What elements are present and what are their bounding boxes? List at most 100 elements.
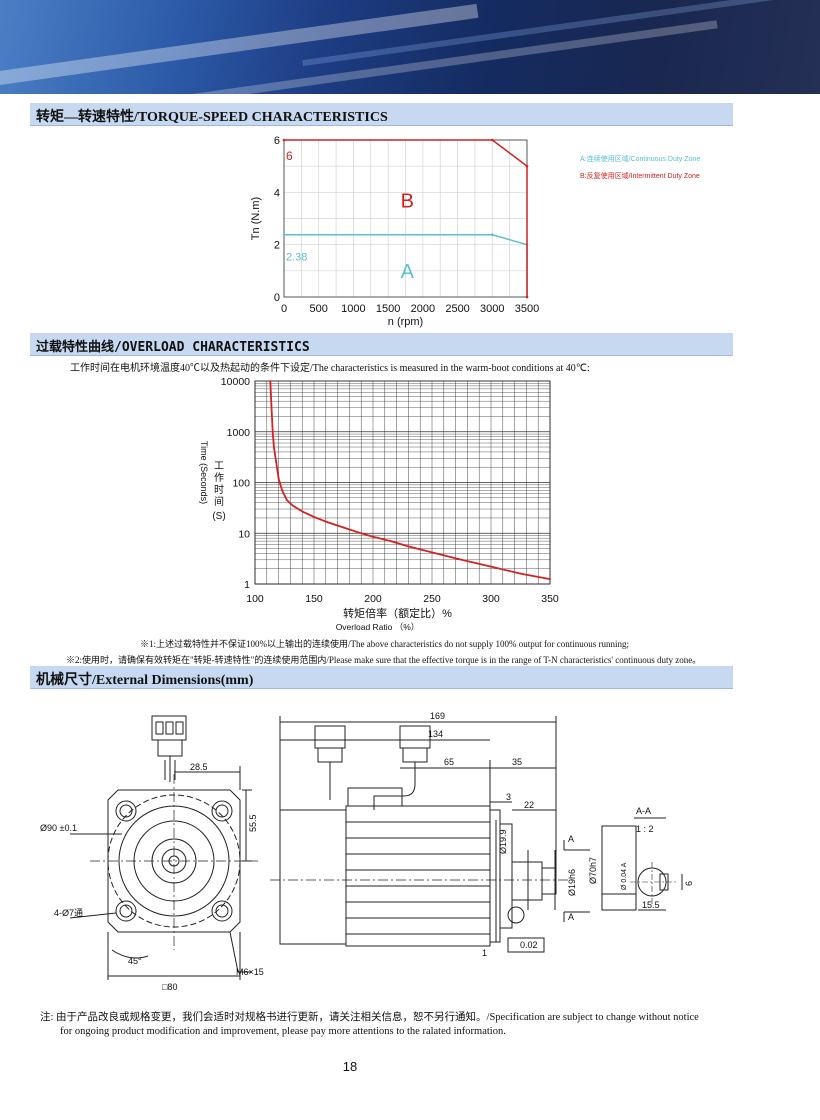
data-point	[519, 572, 522, 575]
dim-m6: M6×15	[236, 967, 264, 977]
dim-1: 1	[482, 948, 487, 958]
header-banner	[0, 0, 820, 94]
section-header-overload: 过载特性曲线/OVERLOAD CHARACTERISTICS	[30, 333, 733, 356]
data-point	[291, 504, 294, 507]
y-axis-label-cn-char: 间	[214, 495, 224, 508]
data-point	[275, 461, 278, 464]
dim-square-80: □80	[162, 982, 177, 992]
overload-note-1: ※1:上述过载特性并不保证100%以上输出的连续使用/The above cha…	[140, 639, 629, 649]
dim-4-holes: 4-Ø7通	[54, 908, 83, 918]
data-point	[460, 558, 463, 561]
y-tick-label: 2	[274, 240, 280, 252]
data-point	[282, 138, 286, 142]
footer-note-line-2: for ongoing product modification and imp…	[60, 1026, 506, 1037]
section-header-torque: 转矩—转速特性/TORQUE-SPEED CHARACTERISTICS	[30, 103, 733, 126]
front-view	[69, 715, 258, 980]
x-tick-label: 350	[541, 593, 559, 605]
x-axis-label: n (rpm)	[388, 316, 423, 328]
footer-note-line-1: 注: 由于产品改良或规格变更，我们会适时对规格书进行更新，请关注相关信息，恕不另…	[40, 1012, 699, 1023]
y-tick-label: 10000	[221, 376, 250, 388]
section-scale: 1 : 2	[636, 824, 654, 834]
data-point	[407, 545, 410, 548]
x-tick-label: 3000	[480, 303, 504, 315]
plot-frame	[254, 380, 551, 585]
y-tick-label: 100	[232, 478, 250, 490]
dim-phi19-9: Ø19.9	[498, 829, 508, 854]
section-label: A-A	[636, 806, 651, 816]
x-tick-label: 200	[364, 593, 382, 605]
overload-note-2: ※2:使用时，请确保有效转矩在"转矩-转速特性"的连续使用范围内/Please …	[66, 655, 702, 665]
data-point	[525, 295, 529, 299]
legend-entry-b: B:反复使用区域/Intermittent Duty Zone	[580, 171, 700, 180]
dim-55-5: 55.5	[248, 814, 258, 832]
data-point	[389, 540, 392, 543]
annotation-6: 6	[286, 149, 293, 163]
dimension-drawing: 28.5 55.5 Ø90 ±0.1 4-Ø7通 45° □80 M6×15 1…	[40, 711, 694, 992]
section-arrow-a-top: A	[568, 834, 574, 844]
data-point	[525, 164, 529, 168]
data-point	[271, 430, 274, 433]
data-point	[431, 551, 433, 554]
x-tick-label: 0	[281, 303, 287, 315]
y-tick-label: 6	[274, 135, 280, 147]
x-tick-label: 250	[423, 593, 441, 605]
dim-15-5: 15.5	[642, 900, 660, 910]
dim-134: 134	[428, 729, 443, 739]
x-tick-label: 2500	[445, 303, 469, 315]
series-line-b	[284, 139, 528, 297]
y-axis-label-cn-char: 时	[214, 484, 224, 496]
side-view	[270, 716, 637, 953]
data-point	[301, 510, 304, 513]
data-point	[360, 532, 363, 535]
x-axis-label-en: Overload Ratio （%）	[336, 622, 420, 632]
y-axis-label: Tn (N.m)	[250, 197, 262, 240]
overload-chart-title: 工作时间在电机环境温度40℃以及热起动的条件下设定/The characteri…	[70, 363, 590, 374]
dim-3: 3	[506, 792, 511, 802]
y-axis-label-cn-char: 作	[214, 472, 224, 484]
footer-note: 注: 由于产品改良或规格变更，我们会适时对规格书进行更新，请关注相关信息，恕不另…	[40, 1011, 740, 1039]
data-point	[282, 233, 286, 237]
x-axis-label: 转矩倍率（额定比）%	[343, 606, 452, 620]
dim-phi19h6: Ø19h6	[567, 869, 577, 896]
data-point	[272, 446, 275, 448]
dim-169: 169	[430, 711, 445, 721]
x-tick-label: 300	[482, 593, 500, 605]
data-point	[549, 578, 551, 580]
section-a-a-view	[630, 817, 683, 911]
zone-label-b: B	[401, 190, 414, 212]
data-point	[372, 535, 374, 538]
y-tick-label: 1	[244, 579, 250, 591]
tolerance-0-02: 0.02	[520, 940, 538, 950]
overload-chart: 100 150 200 250 300 350 1 10 100 1000 10000 转矩倍率（额定…	[199, 376, 559, 632]
dim-6: 6	[684, 881, 694, 886]
dim-65: 65	[444, 757, 454, 767]
overload-curve	[269, 380, 551, 580]
page-number: 18	[342, 1059, 358, 1074]
x-tick-label: 2000	[411, 303, 435, 315]
tolerance-0-04: Ø 0.04 A	[621, 862, 628, 890]
y-axis-label-en: Time (Seconds)	[199, 441, 209, 504]
data-point	[277, 477, 280, 480]
data-point	[269, 380, 272, 382]
data-point	[270, 406, 273, 409]
data-point	[342, 526, 345, 529]
dim-28-5: 28.5	[190, 762, 208, 772]
data-point	[285, 499, 288, 501]
x-tick-label: 100	[246, 593, 264, 605]
y-axis-label-unit: (S)	[212, 511, 225, 522]
y-tick-label: 4	[274, 187, 280, 199]
x-tick-label: 150	[305, 593, 323, 605]
legend-entry-a: A:连续使用区域/Continuous Duty Zone	[580, 154, 700, 163]
data-point	[313, 515, 315, 518]
dim-22: 22	[524, 800, 534, 810]
zone-label-a: A	[401, 261, 415, 283]
y-axis-label-cn-char: 工	[214, 461, 224, 472]
y-tick-label: 1000	[227, 427, 251, 439]
dim-phi70h7: Ø70h7	[588, 857, 598, 884]
y-tick-label: 10	[238, 528, 250, 540]
dim-45deg: 45°	[128, 956, 142, 966]
y-tick-label: 0	[274, 292, 280, 304]
x-tick-label: 3500	[515, 303, 539, 315]
x-tick-label: 1500	[376, 303, 400, 315]
